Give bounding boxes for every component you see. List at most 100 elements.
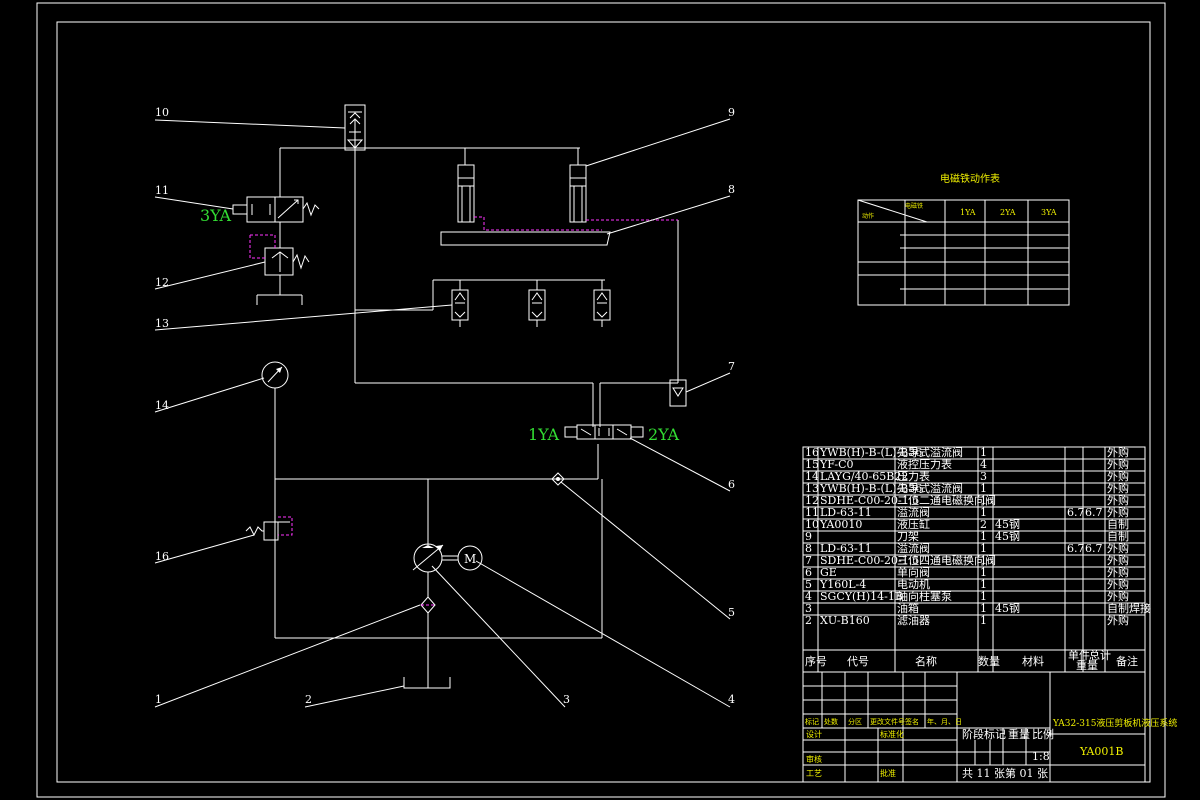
parts-cell: SDHE-C00-20-1.5 xyxy=(820,554,919,567)
parts-cell: 外购 xyxy=(1107,493,1129,507)
tb-process: 工艺 xyxy=(806,769,822,778)
parts-cell: 13 xyxy=(805,482,819,495)
parts-cell: 14 xyxy=(805,470,819,483)
tb-sheets: 共 11 张 xyxy=(962,767,1005,780)
parts-cell: 3 xyxy=(805,602,812,615)
parts-cell: 6.7 xyxy=(1067,542,1085,555)
parts-cell: 溢流阀 xyxy=(897,505,930,519)
solenoid-label-1ya: 1YA xyxy=(528,425,560,444)
tb-mark-cell: 年、月、日 xyxy=(927,717,962,726)
tb-mark-cell: 标记 xyxy=(805,717,819,726)
callout-3: 3 xyxy=(563,693,570,706)
parts-header-name: 名称 xyxy=(915,654,937,668)
parts-header-remark: 备注 xyxy=(1116,654,1138,668)
callout-2: 2 xyxy=(305,693,312,706)
parts-cell: 1 xyxy=(980,554,987,567)
pump-3-symbol xyxy=(412,543,444,573)
parts-cell: 外购 xyxy=(1107,505,1129,519)
parts-cell: 45钢 xyxy=(995,530,1020,543)
tb-sheet-no: 第 01 张 xyxy=(1005,766,1048,780)
valve-13b-symbol xyxy=(528,289,546,327)
tb-mark-cell: 分区 xyxy=(848,717,862,726)
parts-cell: 1 xyxy=(980,590,987,603)
callout-16: 16 xyxy=(155,550,169,563)
tb-mark-cell: 处数 xyxy=(824,717,838,726)
callout-12: 12 xyxy=(155,276,169,289)
callout-8: 8 xyxy=(728,183,735,196)
parts-cell: 自制 xyxy=(1107,518,1129,531)
parts-cell: 1 xyxy=(980,446,987,459)
parts-cell: 外购 xyxy=(1107,481,1129,495)
parts-cell: 1 xyxy=(980,566,987,579)
parts-cell: 自制焊接 xyxy=(1107,601,1151,615)
parts-cell: 1 xyxy=(980,542,987,555)
solenoid-table-corner-bottom: 动作 xyxy=(862,212,874,220)
check-valve-5-symbol xyxy=(551,472,565,486)
svg-text:M: M xyxy=(464,552,476,566)
parts-cell: YA0010 xyxy=(819,518,862,531)
parts-cell: 45钢 xyxy=(995,518,1020,531)
parts-cell: 3 xyxy=(980,470,987,483)
solenoid-col-3ya: 3YA xyxy=(1041,208,1057,217)
solenoid-label-3ya: 3YA xyxy=(200,206,232,225)
parts-cell: 1 xyxy=(980,578,987,591)
title-block: 标记处数分区更改文件号签名年、月、日 设计 标准化 审核 工艺 批准 阶段标记 … xyxy=(802,671,1177,783)
parts-header-unit: 单件 xyxy=(1068,649,1090,662)
parts-cell: YF-C0 xyxy=(819,458,854,471)
parts-cell: 溢流阀 xyxy=(897,541,930,555)
solenoid-table-title: 电磁铁动作表 xyxy=(940,172,1000,185)
callout-11: 11 xyxy=(155,184,169,197)
parts-header-qty: 数量 xyxy=(978,655,1000,668)
tb-review: 审核 xyxy=(806,754,822,764)
tb-scale: 比例 xyxy=(1032,727,1054,741)
solenoid-table-corner-top: 电磁铁 xyxy=(905,202,923,210)
parts-cell: 轴向柱塞泵 xyxy=(897,589,952,603)
parts-cell: 自制 xyxy=(1107,530,1129,543)
parts-cell: 二位二通电磁换向阀 xyxy=(897,493,996,507)
callout-1: 1 xyxy=(155,693,162,706)
relief-valve-12-symbol xyxy=(249,234,310,276)
directional-valve-11-symbol xyxy=(232,196,320,223)
callout-14: 14 xyxy=(155,399,169,412)
parts-cell: 2 xyxy=(980,518,987,531)
parts-header-weight: 重量 xyxy=(1076,658,1098,672)
parts-cell: 外购 xyxy=(1107,577,1129,591)
valve-13a-symbol xyxy=(451,289,469,327)
parts-cell: 8 xyxy=(805,542,812,555)
motor-4-symbol: M xyxy=(457,545,483,571)
cylinder-right-symbol xyxy=(569,164,587,223)
parts-cell: 液控压力表 xyxy=(897,457,952,471)
parts-cell: 刀架 xyxy=(897,530,919,543)
parts-cell: Y160L-4 xyxy=(819,578,866,591)
tb-mark-cell: 签名 xyxy=(905,717,919,726)
parts-cell: 电动机 xyxy=(897,577,930,591)
callout-7: 7 xyxy=(728,360,735,373)
parts-cell: 1 xyxy=(980,494,987,507)
parts-cell: 外购 xyxy=(1107,469,1129,483)
solenoid-action-table: 电磁铁动作表 电磁铁 动作 1YA 2YA 3YA xyxy=(857,172,1070,306)
callout-4: 4 xyxy=(728,693,735,706)
tb-approve: 批准 xyxy=(880,768,896,778)
parts-cell: YWB(H)-B-(L)-B36 xyxy=(819,446,922,459)
parts-cell: XU-B160 xyxy=(820,614,870,627)
parts-cell: 16 xyxy=(805,446,819,459)
callout-13: 13 xyxy=(155,317,169,330)
tb-design: 设计 xyxy=(806,729,822,739)
solenoid-col-1ya: 1YA xyxy=(960,208,976,217)
parts-cell: 外购 xyxy=(1107,613,1129,627)
parts-cell: GE xyxy=(820,566,837,579)
parts-header-code: 代号 xyxy=(847,655,869,668)
parts-cell: 单向阀 xyxy=(897,565,930,579)
callout-5: 5 xyxy=(728,606,735,619)
cylinder-left-symbol xyxy=(457,164,475,223)
parts-cell: 9 xyxy=(805,530,812,543)
tb-standard: 标准化 xyxy=(880,729,904,739)
blade-beam-symbol xyxy=(440,231,611,246)
inner-frame xyxy=(56,21,1151,783)
parts-cell: YWB(H)-B-(L)-B36 xyxy=(819,482,922,495)
parts-header-material: 材料 xyxy=(1022,654,1044,668)
parts-cell: 油箱 xyxy=(897,601,919,615)
parts-cell: 外购 xyxy=(1107,553,1129,567)
parts-cell: 15 xyxy=(805,458,819,471)
